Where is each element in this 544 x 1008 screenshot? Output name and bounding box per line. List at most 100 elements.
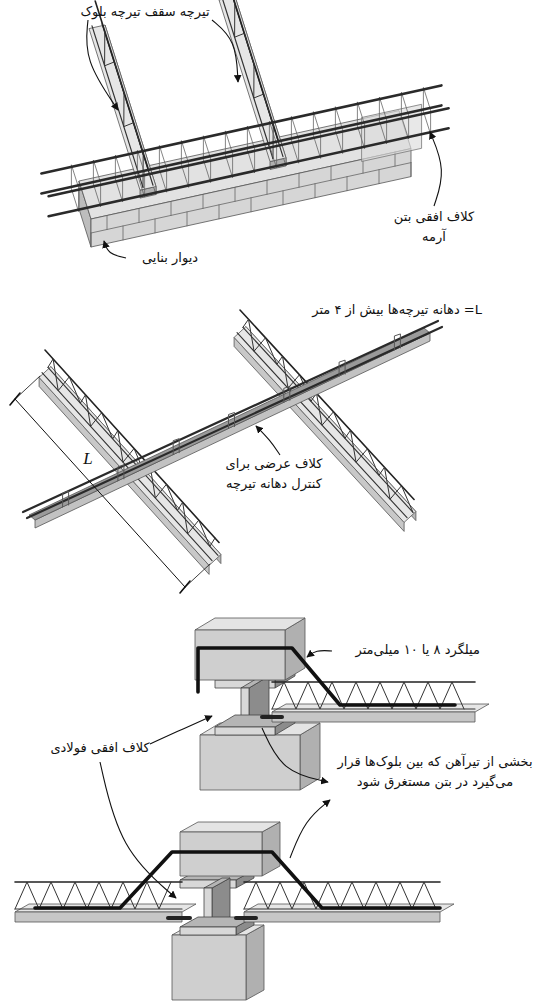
stirrup	[394, 334, 400, 350]
note-label: L= دهانه تیرچه‌ها بیش از ۴ متر	[296, 300, 482, 320]
longitudinal-bar	[49, 108, 449, 196]
rebar-stub	[236, 916, 256, 920]
brick-joint	[267, 180, 268, 194]
cap-block-top	[195, 618, 305, 630]
leader-arrow	[87, 20, 118, 110]
brick-joint	[171, 201, 172, 215]
pier-front	[172, 935, 246, 1000]
tie-band	[35, 333, 430, 528]
bent-bar	[35, 852, 440, 908]
truss-zigzag	[15, 882, 171, 909]
stirrup	[93, 160, 100, 207]
stirrup	[225, 131, 232, 178]
joist-bar	[272, 708, 475, 709]
stirrup	[379, 97, 386, 144]
stirrup	[335, 107, 342, 154]
truss-top-bar	[272, 681, 475, 683]
dimension-label: L	[78, 446, 98, 472]
longitudinal-bar	[41, 105, 441, 193]
rebar-stub	[262, 715, 282, 719]
joist-side	[39, 377, 209, 574]
stirrup	[313, 112, 320, 159]
stirrup	[181, 141, 188, 188]
leader-arrow	[100, 762, 176, 898]
leader-arrow	[307, 651, 332, 657]
brick-joint	[203, 194, 204, 208]
dimension-tick	[10, 393, 20, 405]
dimension-tick	[180, 581, 190, 593]
stirrup	[291, 116, 298, 163]
stirrup	[63, 491, 69, 507]
ibeam-face	[215, 727, 275, 735]
stirrup	[247, 126, 254, 173]
stirrup	[423, 87, 430, 134]
cap-block-top	[180, 822, 280, 832]
leader-arrow	[290, 800, 330, 858]
leader-arrow	[150, 716, 212, 744]
stirrup	[339, 360, 345, 376]
part-label: کلاف افقی بتن آرمه	[392, 207, 476, 247]
panel-transverse-tie	[10, 310, 442, 593]
dimension-line	[15, 399, 185, 587]
part-label: تیرچه سقف تیرچه بلوک	[70, 2, 220, 22]
joist-top	[39, 367, 221, 566]
brick-joint	[91, 233, 92, 247]
stirrup	[115, 155, 122, 202]
brick-joint	[379, 170, 380, 184]
brick-joint	[219, 205, 220, 219]
rebar-stub	[168, 916, 190, 920]
longitudinal-bar	[49, 128, 449, 216]
stirrup	[173, 439, 179, 455]
stirrup	[229, 413, 235, 429]
panel-steel-tie	[15, 618, 489, 1000]
note-label: بخشی از تیرآهن که بین بلوک‌ها قرار می‌گی…	[334, 752, 536, 792]
leader-arrow	[104, 241, 126, 258]
part-label: دیوار بنایی	[125, 248, 215, 268]
truss-zigzag	[235, 3, 274, 159]
brick-joint	[139, 208, 140, 222]
brick-joint	[251, 198, 252, 212]
stirrup	[401, 92, 408, 139]
joist-front	[272, 712, 475, 722]
brick-joint	[235, 187, 236, 201]
stirrup	[357, 102, 364, 149]
truss-top-bar	[225, 0, 278, 140]
joist-front	[15, 912, 182, 922]
stirrup	[159, 145, 166, 192]
leader-arrow	[430, 132, 441, 206]
brick-joint	[331, 166, 332, 180]
leader-arrow	[256, 426, 280, 455]
brick-joint	[411, 163, 412, 177]
brick-joint	[315, 184, 316, 198]
leader-arrow	[262, 728, 328, 782]
panel-tie-beam	[41, 0, 448, 258]
part-label: میلگرد ۸ یا ۱۰ میلی‌متر	[330, 640, 480, 660]
stirrup	[137, 150, 144, 197]
brick-joint	[123, 226, 124, 240]
joist-top	[89, 25, 156, 190]
brick-joint	[107, 215, 108, 229]
ibeam-top	[204, 878, 230, 888]
brick-joint	[299, 173, 300, 187]
part-label: کلاف عرضی برای کنترل دهانه تیرچه	[218, 454, 330, 494]
cap-block-front	[180, 832, 262, 876]
joist-side	[234, 337, 404, 531]
brick-joint	[347, 177, 348, 191]
longitudinal-bar	[41, 85, 441, 173]
brick-joint	[187, 212, 188, 226]
brick-joint	[155, 219, 156, 233]
stirrup	[269, 121, 276, 168]
joist-top	[219, 0, 286, 162]
stirrup	[118, 465, 124, 481]
cap-block-front	[195, 630, 285, 680]
truss-top-bar	[244, 881, 440, 883]
leader-arrow	[212, 20, 238, 82]
part-label: کلاف افقی فولادی	[38, 738, 162, 758]
truss-zigzag	[244, 882, 436, 909]
stirrup	[71, 165, 78, 212]
tie-bar	[27, 327, 442, 518]
stirrup	[203, 136, 210, 183]
joist-bar	[92, 26, 143, 188]
